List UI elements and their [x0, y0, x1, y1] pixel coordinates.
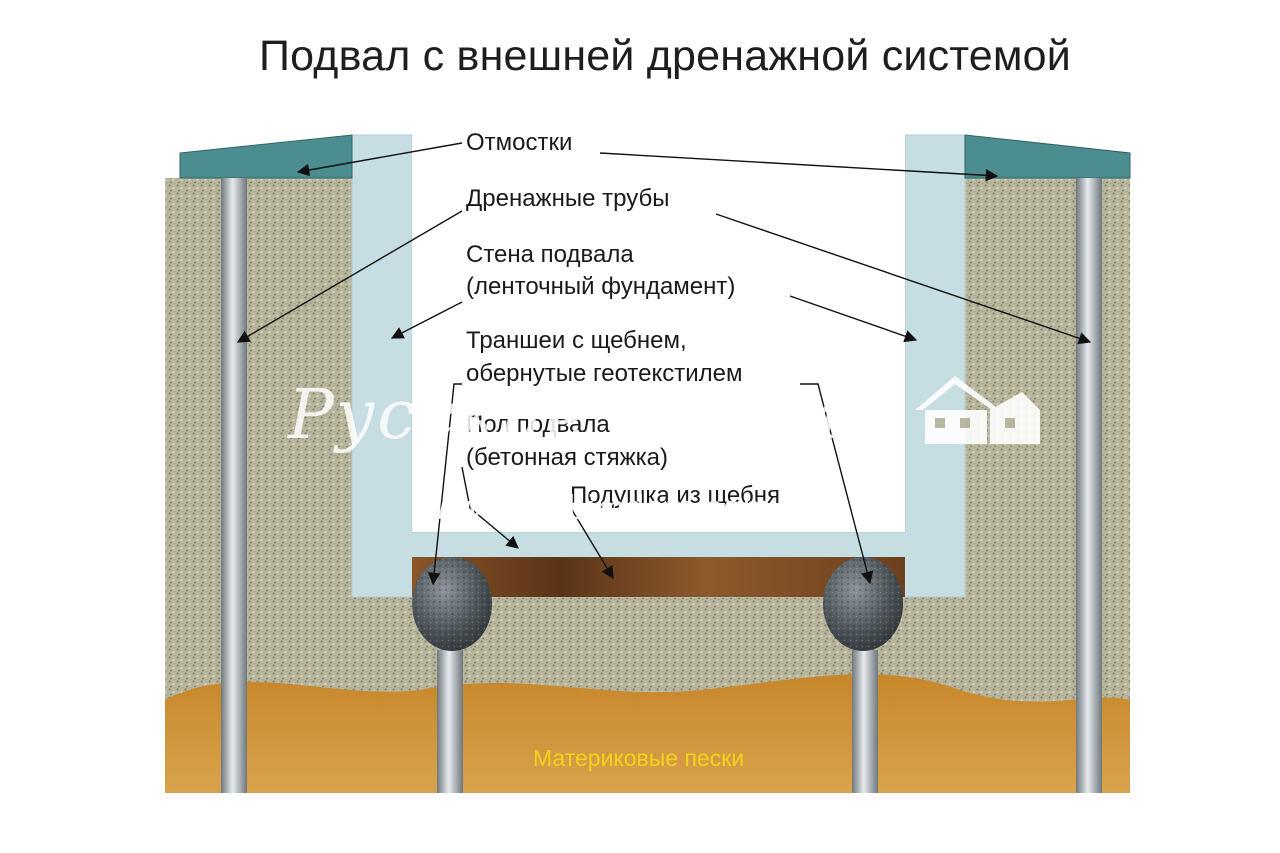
watermark-url: www.srubimdom.com: [431, 489, 772, 527]
otmostka-left: [179, 134, 353, 179]
pipe-left: [221, 178, 247, 793]
sand-layer: [165, 674, 1130, 793]
leader-otmostki-left: [296, 142, 463, 177]
leader-lines: [236, 142, 1092, 586]
otmostka-right: [964, 134, 1131, 179]
label-otmostki: Отмостки: [466, 129, 572, 156]
leader-floor: [461, 466, 519, 549]
leader-drain-right: [715, 213, 1092, 345]
label-trench-line1: Траншеи с щебнем,: [466, 327, 687, 354]
leader-otmostki-right: [599, 152, 999, 182]
pipe-right: [1076, 178, 1102, 793]
leader-trench-right: [800, 383, 874, 585]
trench-right: [823, 557, 903, 651]
label-trench-line2: обернутые геотекстилем: [466, 360, 743, 387]
label-sands: Материковые пески: [533, 745, 744, 771]
diagram-title: Подвал с внешней дренажной системой: [259, 32, 1071, 80]
watermark-text: Русские хоромы: [286, 376, 899, 455]
pipe-trench-right: [852, 650, 878, 793]
label-wall-line2: (ленточный фундамент): [466, 273, 735, 300]
leader-drain-left: [236, 210, 463, 343]
label-gravel-bed: Подушка из щебня: [570, 482, 780, 509]
floor-slab: [412, 557, 905, 597]
pipe-trench-left: [437, 650, 463, 793]
leader-gravel-bed: [571, 509, 614, 580]
basement-interior: [412, 135, 905, 532]
leader-trench-left: [427, 383, 462, 586]
label-wall-line1: Стена подвала: [466, 241, 634, 268]
label-drain-pipes: Дренажные трубы: [466, 185, 669, 212]
leader-wall-right: [789, 295, 918, 343]
trench-left: [412, 557, 492, 651]
label-floor-line2: (бетонная стяжка): [466, 444, 668, 471]
watermark-house-icon: [915, 376, 1040, 444]
leader-wall-left: [390, 301, 463, 339]
label-floor-line1: Пол подвала: [466, 411, 610, 438]
